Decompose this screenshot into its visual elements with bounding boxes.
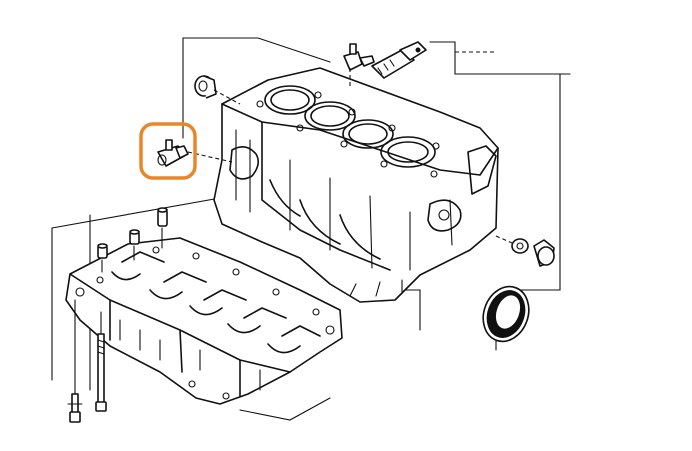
sealing-plug (194, 75, 241, 105)
highlight-box (139, 122, 197, 180)
cylinder-block (213, 67, 499, 303)
crankshaft-oil-seal (482, 285, 530, 351)
lower-crankcase (65, 237, 343, 405)
temperature-sensor (343, 43, 375, 86)
oil-pressure-switch (371, 41, 427, 79)
crankcase-bolts (67, 299, 107, 423)
right-drain-plug (495, 235, 555, 267)
dowel-pins (97, 207, 168, 273)
